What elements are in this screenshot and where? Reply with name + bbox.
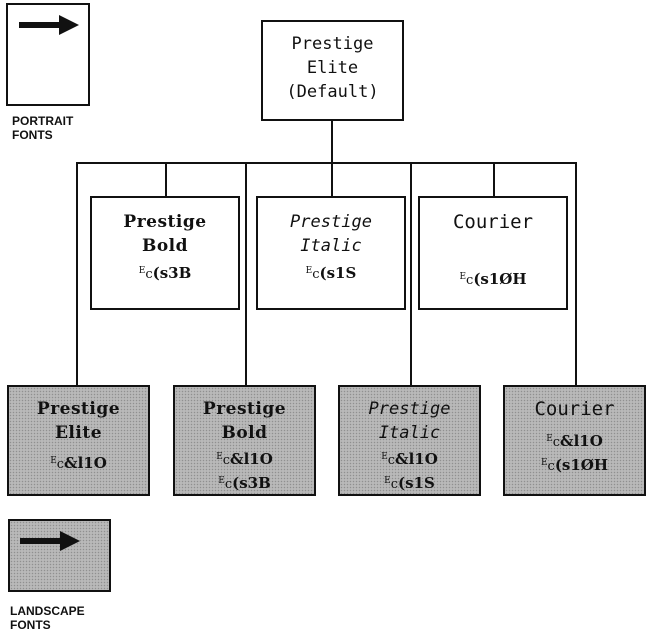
portrait-font-box: Courier Ec(s1ØH	[418, 196, 568, 310]
escape-command: Ec(s1S	[305, 264, 357, 282]
connector-drop	[575, 162, 577, 386]
font-name: Courier	[534, 398, 615, 420]
font-name: Prestige	[202, 399, 287, 419]
escape-command: Ec(s3B	[138, 264, 192, 282]
landscape-font-box: Prestige Italic Ec&l1O Ec(s1S	[338, 385, 481, 496]
landscape-legend-box	[8, 519, 111, 592]
connector-bus	[76, 162, 577, 164]
landscape-font-box: Prestige Elite Ec&l1O	[7, 385, 150, 496]
connector-drop	[331, 162, 333, 196]
connector-drop	[76, 162, 78, 386]
escape-command: Ec(s3B	[218, 474, 271, 492]
connector-drop	[165, 162, 167, 196]
font-name: Elite	[306, 58, 359, 78]
connector-root-stem	[331, 120, 333, 163]
portrait-font-box: Prestige Bold Ec(s3B	[90, 196, 240, 310]
landscape-legend-label: LANDSCAPE FONTS	[10, 604, 85, 632]
escape-command: Ec&l1O	[381, 450, 438, 468]
connector-drop	[493, 162, 495, 196]
default-label: (Default)	[286, 82, 379, 102]
font-name: Prestige	[368, 399, 451, 419]
portrait-font-box: Prestige Italic Ec(s1S	[256, 196, 406, 310]
connector-drop	[245, 162, 247, 386]
portrait-legend-label: PORTRAIT FONTS	[12, 114, 74, 142]
font-name: Italic	[300, 236, 362, 256]
escape-command: Ec(s1S	[384, 474, 435, 492]
root-font-box: Prestige Elite (Default)	[261, 20, 404, 121]
connector-drop	[410, 162, 412, 386]
font-name: Prestige	[36, 399, 121, 419]
font-name: Bold	[141, 236, 189, 256]
landscape-font-box: Courier Ec&l1O Ec(s1ØH	[503, 385, 646, 496]
arrow-right-icon	[20, 531, 80, 551]
escape-command: Ec&l1O	[50, 454, 107, 472]
portrait-legend-box	[6, 3, 90, 106]
font-name: Italic	[378, 423, 441, 443]
arrow-right-icon	[19, 15, 79, 35]
font-name: Bold	[221, 423, 268, 443]
escape-command: Ec(s1ØH	[459, 270, 527, 288]
font-name: Courier	[452, 211, 534, 233]
escape-command: Ec(s1ØH	[540, 456, 609, 474]
font-name: Elite	[54, 423, 103, 443]
font-name: Prestige	[123, 212, 207, 232]
font-name: Prestige	[291, 34, 374, 54]
escape-command: Ec&l1O	[546, 432, 603, 450]
font-name: Prestige	[290, 212, 372, 232]
escape-command: Ec&l1O	[216, 450, 273, 468]
landscape-font-box: Prestige Bold Ec&l1O Ec(s3B	[173, 385, 316, 496]
